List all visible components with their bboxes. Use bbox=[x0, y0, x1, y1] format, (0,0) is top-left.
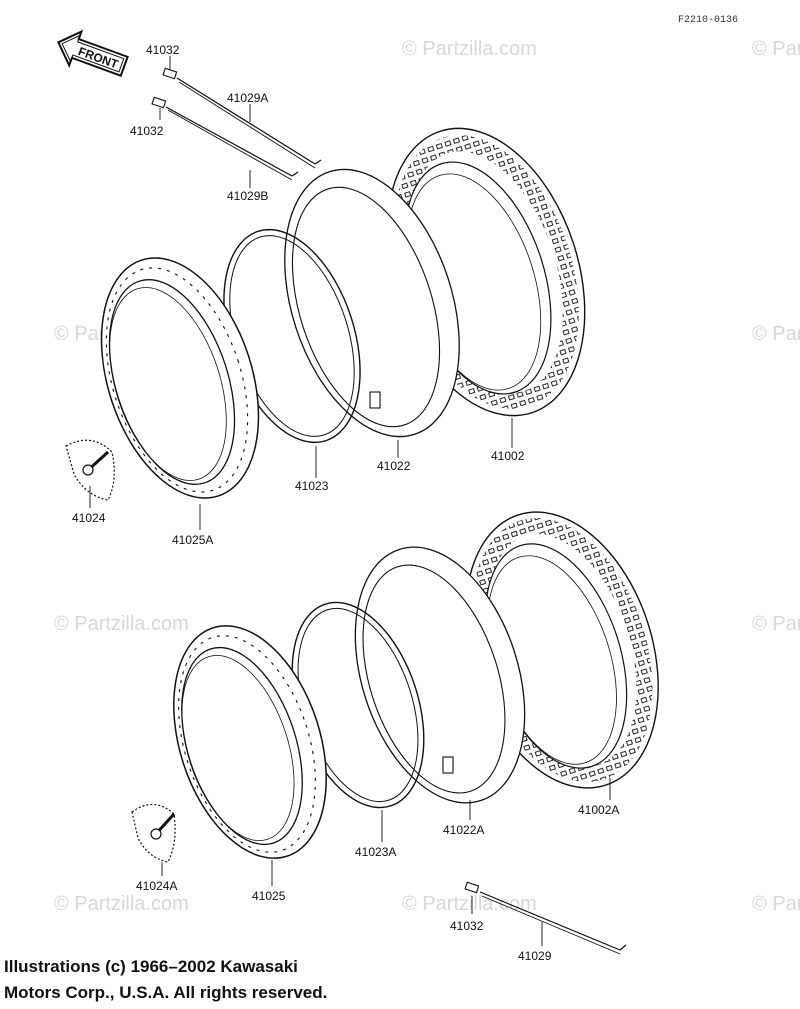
rim-lower-icon bbox=[173, 625, 327, 859]
part-label: 41025A bbox=[172, 533, 213, 547]
watermark: © Partzilla.com bbox=[752, 893, 800, 915]
copyright-line: Illustrations (c) 1966–2002 Kawasaki bbox=[4, 957, 298, 976]
spoke-parts-upper bbox=[151, 67, 322, 181]
part-label: 41023 bbox=[295, 479, 329, 493]
part-label: 41022A bbox=[443, 823, 484, 837]
rim-upper-icon bbox=[100, 257, 260, 499]
part-label: 41024 bbox=[72, 511, 106, 525]
valve-stem-icon bbox=[442, 756, 454, 774]
part-label: 41029 bbox=[518, 949, 552, 963]
part-label: 41032 bbox=[130, 124, 164, 138]
part-label: 41032 bbox=[146, 43, 180, 57]
watermark: © Partzilla.com bbox=[752, 38, 800, 60]
spoke-nipple-icon bbox=[464, 881, 480, 894]
tube-lower-icon bbox=[354, 546, 526, 804]
watermark: © Partzilla.com bbox=[402, 38, 537, 60]
spoke-nipple-icon bbox=[151, 96, 167, 109]
part-label: 41029A bbox=[227, 91, 268, 105]
watermark: © Partzilla.com bbox=[402, 893, 537, 915]
part-label: 41023A bbox=[355, 845, 396, 859]
watermark: © Partzilla.com bbox=[752, 323, 800, 345]
part-label: 41022 bbox=[377, 459, 411, 473]
leader-lines bbox=[89, 56, 611, 946]
watermark: © Partzilla.com bbox=[54, 893, 189, 915]
valve-stem-icon bbox=[369, 391, 381, 409]
part-label: 41002A bbox=[578, 803, 619, 817]
rim-lock-upper-icon bbox=[65, 439, 115, 501]
part-label: 41032 bbox=[450, 919, 484, 933]
copyright-notice: Illustrations (c) 1966–2002 Kawasaki Mot… bbox=[4, 954, 424, 1006]
part-label: 41029B bbox=[227, 189, 268, 203]
front-arrow-icon: FRONT bbox=[57, 29, 129, 77]
part-label: 41025 bbox=[252, 889, 286, 903]
figure-code: F2210-0136 bbox=[678, 15, 738, 26]
part-label: 41002 bbox=[491, 449, 525, 463]
part-labels: 41032 41032 41029A 41029B 41002 41022 41… bbox=[72, 43, 619, 963]
rim-lock-lower-icon bbox=[131, 803, 176, 863]
watermark: © Partzilla.com bbox=[54, 613, 189, 635]
tube-upper-icon bbox=[284, 168, 460, 438]
part-label: 41024A bbox=[136, 879, 177, 893]
copyright-line: Motors Corp., U.S.A. All rights reserved… bbox=[4, 983, 328, 1002]
spoke-parts-lower bbox=[464, 881, 627, 955]
watermark: © Partzilla.com bbox=[752, 613, 800, 635]
spoke-nipple-icon bbox=[162, 67, 178, 80]
